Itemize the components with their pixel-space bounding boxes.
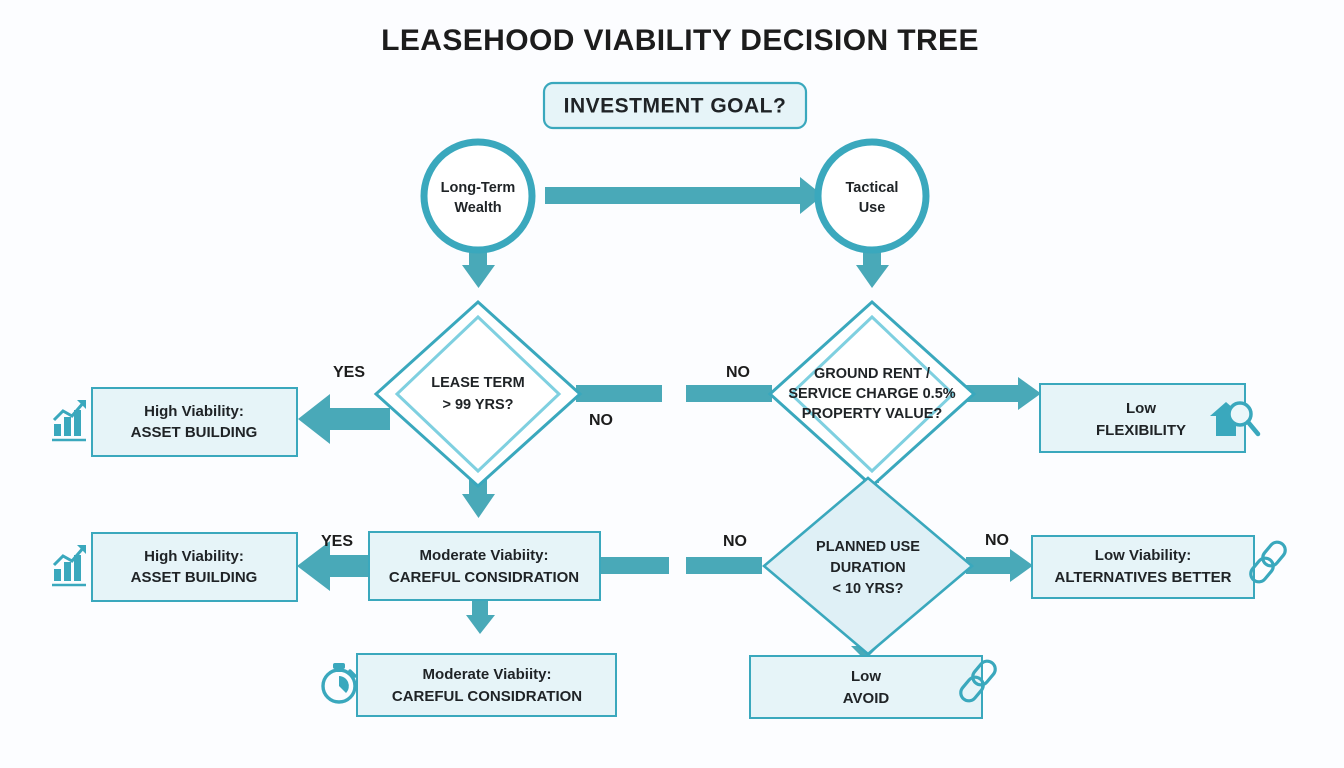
connector-lease-term-no [576,385,772,402]
chain-link-icon [1249,540,1287,584]
growth-chart-icon [52,545,86,587]
node-high-viability-asset-building-top[interactable]: High Viability: ASSET BUILDING [52,387,298,457]
node-high-viability-asset-building-mid[interactable]: High Viability: ASSET BUILDING [52,532,298,602]
node-low-viability-alternatives[interactable]: Low Viability: ALTERNATIVES BETTER [1031,535,1288,599]
high-viability-top-line2: ASSET BUILDING [131,424,258,441]
tactical-use-label-line1: Tactical [846,180,899,196]
moderate-viability-mid-line1: Moderate Viabiity: [420,547,549,564]
tactical-use-circle-shape [814,138,930,254]
ground-rent-label-line3: PROPERTY VALUE? [802,406,943,422]
moderate-viability-mid-box-shape [368,531,601,601]
connector-planned-use-to-alternatives [966,549,1033,582]
lease-term-label-line2: > 99 YRS? [442,397,513,413]
low-flexibility-box-shape [1039,383,1246,453]
high-viability-top-box-shape [91,387,298,457]
planned-use-diamond-shape [761,476,975,656]
connectors [297,177,1041,660]
long-term-wealth-label-line2: Wealth [454,200,501,216]
node-low-avoid[interactable]: Low AVOID [749,655,998,719]
lease-term-label-line1: LEASE TERM [431,375,524,391]
ground-rent-label-line1: GROUND RENT / [814,366,930,382]
page-title: LEASEHOOD VIABILITY DECISION TREE [381,24,979,57]
connector-moderate-yes [297,541,372,591]
connector-moderate-to-planned-use [599,557,762,574]
high-viability-mid-box-shape [91,532,298,602]
lease-term-diamond-inner [394,314,562,474]
connector-moderate-to-bottom-moderate [466,598,495,634]
edge-label-planned-use-no-right: NO [985,532,1009,549]
node-lease-term[interactable]: LEASE TERM > 99 YRS? [373,299,583,489]
low-flexibility-line2: FLEXIBILITY [1096,422,1186,439]
low-viability-alternatives-line1: Low Viability: [1095,547,1191,564]
low-viability-alternatives-box-shape [1031,535,1255,599]
low-avoid-line1: Low [851,668,881,685]
low-flexibility-line1: Low [1126,400,1156,417]
node-tactical-use[interactable]: Tactical Use [814,138,930,254]
node-low-flexibility[interactable]: Low FLEXIBILITY [1039,383,1261,453]
high-viability-mid-line2: ASSET BUILDING [131,569,258,586]
edge-label-planned-use-no-left: NO [723,533,747,550]
edge-label-moderate-yes: YES [321,533,353,550]
planned-use-label-line3: < 10 YRS? [832,581,903,597]
stopwatch-icon [321,663,357,704]
node-planned-use-duration[interactable]: PLANNED USE DURATION < 10 YRS? [761,476,975,656]
edge-label-lease-term-yes: YES [333,364,365,381]
edge-label-ground-rent-no: NO [726,364,750,381]
node-investment-goal[interactable]: INVESTMENT GOAL? [542,81,808,130]
moderate-viability-mid-line2: CAREFUL CONSIDRATION [389,569,579,586]
chain-link-icon [959,659,997,703]
long-term-wealth-circle-shape [420,138,536,254]
long-term-wealth-label-line1: Long-Term [441,180,516,196]
connector-wealth-to-tactical [545,177,823,214]
root-node-label: INVESTMENT GOAL? [564,95,787,118]
edge-label-lease-term-no: NO [589,412,613,429]
growth-chart-icon [52,400,86,442]
moderate-viability-bottom-line1: Moderate Viabiity: [423,666,552,683]
low-avoid-box-shape [749,655,983,719]
ground-rent-diamond-inner [788,314,956,474]
house-search-icon [1210,401,1261,437]
tactical-use-label-line2: Use [859,200,886,216]
connector-ground-rent-to-low-flexibility [966,377,1041,410]
connector-lease-term-yes [298,394,390,444]
low-avoid-line2: AVOID [843,690,890,707]
planned-use-label-line2: DURATION [830,560,905,576]
moderate-viability-bottom-line2: CAREFUL CONSIDRATION [392,688,582,705]
high-viability-mid-line1: High Viability: [144,548,244,565]
node-moderate-viability-bottom[interactable]: Moderate Viabiity: CAREFUL CONSIDRATION [321,653,617,717]
ground-rent-label-line2: SERVICE CHARGE 0.5% [788,386,955,402]
node-long-term-wealth[interactable]: Long-Term Wealth [420,138,536,254]
planned-use-label-line1: PLANNED USE [816,539,920,555]
high-viability-top-line1: High Viability: [144,403,244,420]
node-moderate-viability-mid[interactable]: Moderate Viabiity: CAREFUL CONSIDRATION [368,531,601,601]
node-ground-rent[interactable]: GROUND RENT / SERVICE CHARGE 0.5% PROPER… [767,299,977,489]
root-node-shape [542,81,808,130]
moderate-viability-bottom-box-shape [356,653,617,717]
low-viability-alternatives-line2: ALTERNATIVES BETTER [1055,569,1232,586]
lease-term-diamond-outer [373,299,583,489]
